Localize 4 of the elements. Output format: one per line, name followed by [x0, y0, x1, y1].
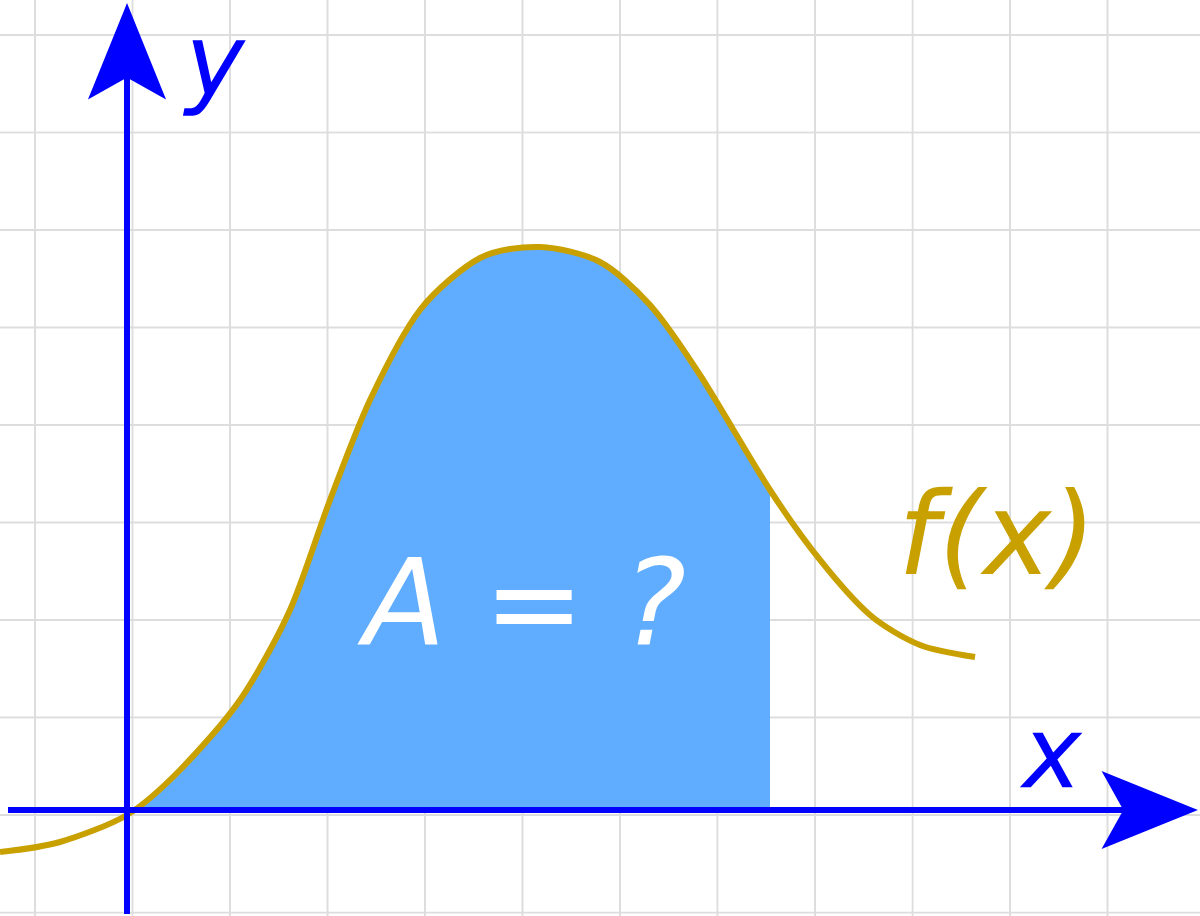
area-label: A = ? — [357, 555, 684, 645]
axis-label: y — [182, 40, 246, 116]
function-label: f(x) — [905, 486, 1085, 590]
axis-label: x — [1019, 732, 1083, 788]
